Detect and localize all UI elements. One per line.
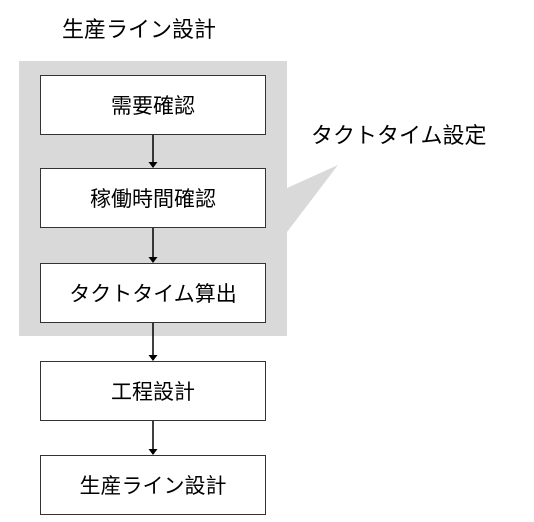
step-box-line-design: 生産ライン設計 [40, 455, 266, 515]
step-box-demand-check: 需要確認 [40, 75, 266, 135]
diagram-title: 生産ライン設計 [62, 18, 217, 43]
arrow-4 [148, 421, 158, 455]
arrow-1 [148, 135, 158, 168]
step-box-takt-time-calc: タクトタイム算出 [40, 263, 266, 323]
arrow-3 [148, 323, 158, 361]
arrow-2 [148, 228, 158, 263]
step-box-process-design: 工程設計 [40, 361, 266, 421]
step-box-operating-time-check: 稼働時間確認 [40, 168, 266, 228]
group-label: タクトタイム設定 [311, 124, 487, 149]
